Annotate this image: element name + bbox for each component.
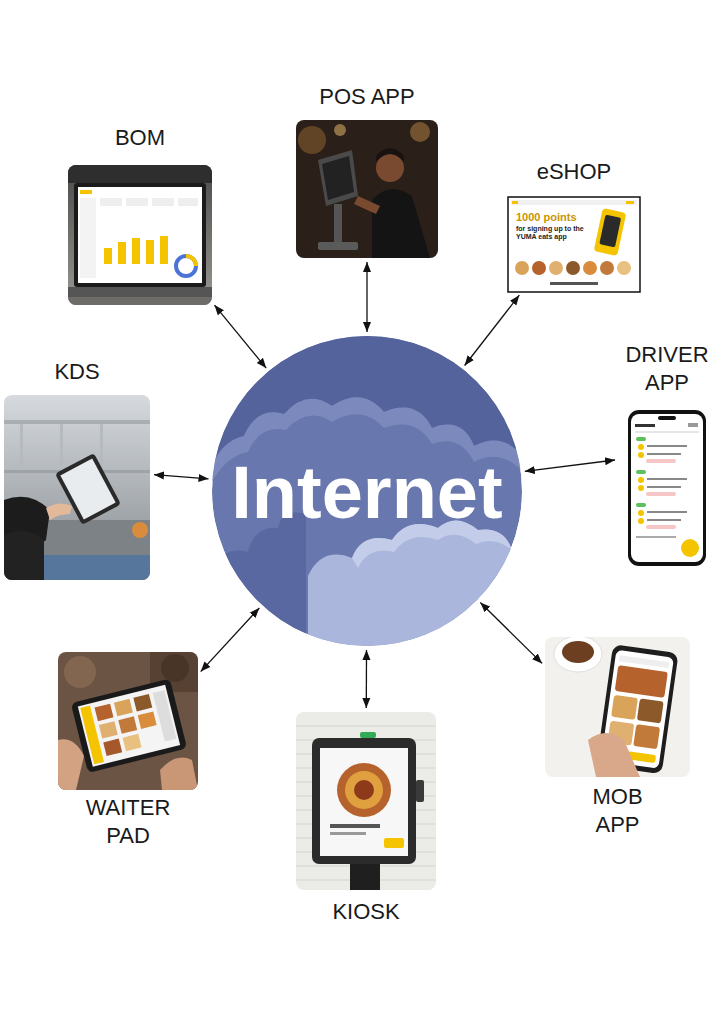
node-title: Internet xyxy=(231,456,502,530)
waiter-pad-picture xyxy=(58,652,198,790)
promo-text: for signing up to the YUMA eats app xyxy=(516,225,592,241)
waiter-pad-node: WAITER PAD xyxy=(58,652,198,849)
internet-circle: Internet xyxy=(212,336,522,646)
bom-picture xyxy=(68,165,212,305)
driver-app-node: DRIVER APP xyxy=(619,341,715,566)
mob-app-picture xyxy=(545,637,690,777)
kiosk-picture xyxy=(296,712,436,890)
connector-arrow xyxy=(154,475,209,479)
kds-picture xyxy=(4,395,150,580)
node-label: MOB APP xyxy=(573,783,663,838)
eshop-node: eSHOP xyxy=(508,158,640,293)
kiosk-node: KIOSK xyxy=(296,712,436,926)
driver-picture xyxy=(628,410,706,566)
connector-arrow xyxy=(525,460,615,471)
pos-app-node: POS APP xyxy=(296,83,438,259)
bom-node: BOM xyxy=(68,124,212,306)
node-label: BOM xyxy=(90,124,190,152)
kds-node: KDS xyxy=(4,358,150,581)
connector-arrow xyxy=(366,650,368,708)
node-label: WAITER PAD xyxy=(73,794,183,849)
node-label: DRIVER APP xyxy=(619,341,715,396)
node-label: KIOSK xyxy=(296,898,436,926)
promo-heading: 1000 points xyxy=(516,211,596,223)
mob-app-node: MOB APP xyxy=(545,637,690,838)
node-label: POS APP xyxy=(297,83,437,111)
node-label: eSHOP xyxy=(524,158,624,186)
pos-picture xyxy=(296,120,438,258)
eshop-picture xyxy=(508,197,640,292)
node-label: KDS xyxy=(27,358,127,386)
connector-arrow xyxy=(366,262,367,332)
